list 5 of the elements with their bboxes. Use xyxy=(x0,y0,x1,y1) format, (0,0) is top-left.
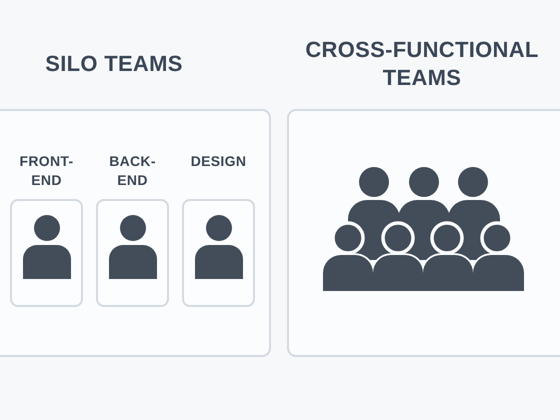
team-label: DESIGN xyxy=(190,152,248,171)
panel-heading: SILO TEAMS xyxy=(44,51,184,77)
team-label: FRONT-END xyxy=(18,152,74,190)
panel-heading: CROSS-FUNCTIONAL TEAMS xyxy=(304,36,540,92)
team-label: BACK-END xyxy=(108,152,157,190)
